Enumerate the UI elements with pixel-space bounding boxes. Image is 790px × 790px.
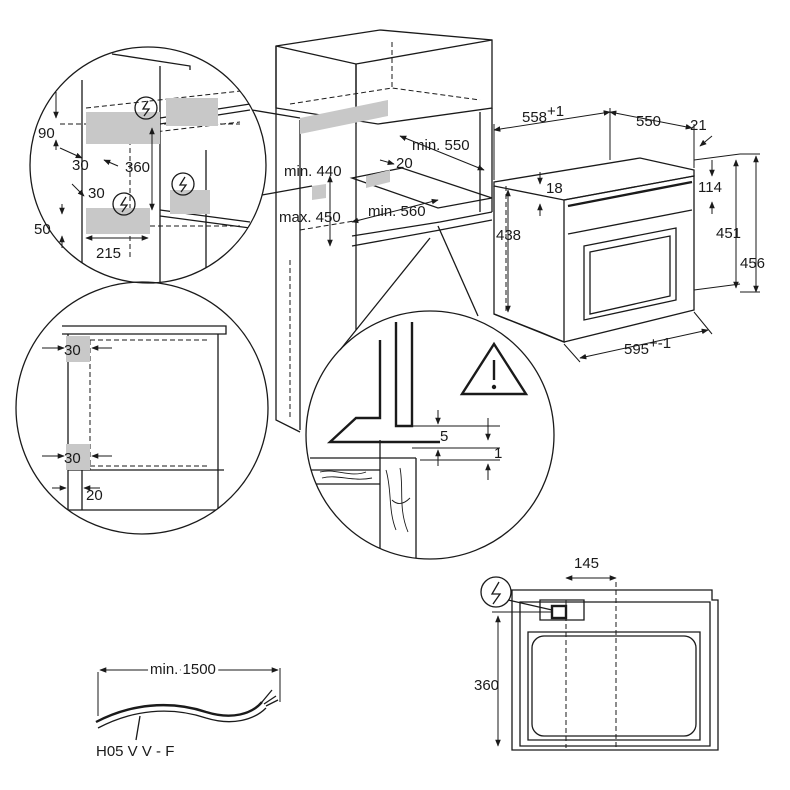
label-18: 18 (546, 180, 563, 197)
label-max-450: max. 450 (279, 209, 341, 226)
label-30-top: 30 (72, 157, 89, 174)
label-min-560: min. 560 (368, 203, 426, 220)
label-360-detail: 360 (125, 159, 150, 176)
label-min-1500: min. 1500 (150, 661, 216, 678)
cabinet (275, 29, 493, 433)
label-215: 215 (96, 245, 121, 262)
oven-dimensions: 558+1 550 21 114 18 438 451 456 595+-1 (493, 103, 765, 363)
oven-appliance (493, 157, 695, 343)
label-360-front: 360 (474, 677, 499, 694)
label-114: 114 (698, 179, 722, 196)
label-1: 1 (494, 445, 502, 462)
label-90: 90 (38, 125, 55, 142)
cabinet-dimensions: min. 550 20 min. 440 max. 450 min. 560 (279, 135, 485, 247)
label-451: 451 (716, 225, 741, 242)
detail-circle-edge-offset: 5 1 (305, 225, 555, 560)
electric-shock-icon (171, 172, 195, 196)
label-20-bottom: 20 (86, 487, 103, 504)
label-5: 5 (440, 428, 448, 445)
label-min-550: min. 550 (412, 137, 470, 154)
warning-triangle-icon (459, 341, 529, 396)
label-50: 50 (34, 221, 51, 238)
detail-circle-socket-height: 90 30 360 30 50 215 (29, 46, 313, 284)
oven-front-view: 145 360 (474, 555, 719, 751)
power-cable: min. 1500 H05 V V - F (95, 658, 281, 760)
detail-circle-side-gaps: 30 30 20 (15, 281, 269, 535)
label-595: 595+-1 (624, 335, 671, 358)
label-20-shelf: 20 (396, 155, 413, 172)
electric-shock-icon (134, 96, 158, 120)
label-30-upper-gap: 30 (64, 342, 81, 359)
cable-type-label: H05 V V - F (96, 743, 174, 760)
label-438: 438 (496, 227, 521, 244)
label-550: 550 (636, 113, 661, 130)
label-456: 456 (740, 255, 765, 272)
label-21: 21 (690, 117, 707, 134)
electric-shock-icon (112, 192, 136, 216)
label-min-440: min. 440 (284, 163, 342, 180)
label-30-mid: 30 (88, 185, 105, 202)
electric-shock-icon (480, 576, 512, 608)
label-558: 558+1 (522, 103, 564, 126)
label-145: 145 (574, 555, 599, 572)
label-30-lower-gap: 30 (64, 450, 81, 467)
